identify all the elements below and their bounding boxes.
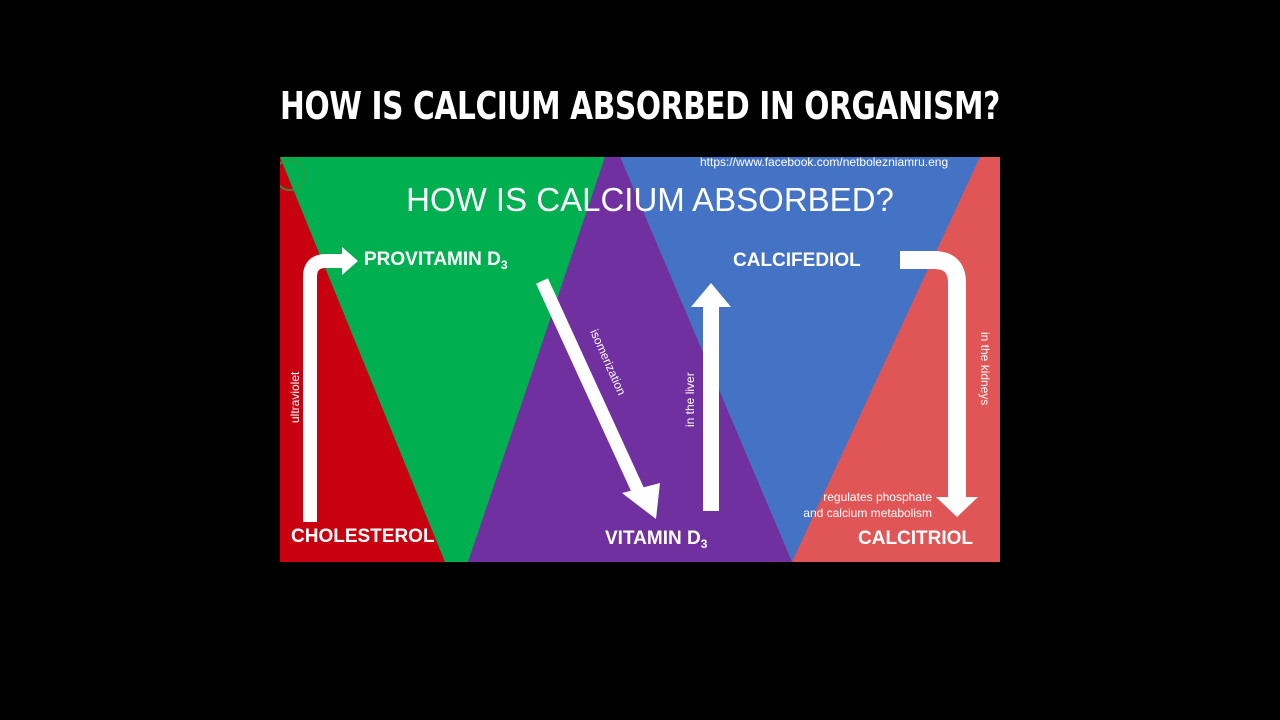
vitamin-subscript: 3 <box>700 537 708 551</box>
ultraviolet-label: ultraviolet <box>288 371 302 423</box>
cholesterol-label: CHOLESTEROL <box>291 526 435 547</box>
green-triangle <box>280 157 610 562</box>
metabolism-note: regulates phosphate and calcium metaboli… <box>780 489 932 521</box>
provitamin-subscript: 3 <box>500 258 508 272</box>
calcitriol-label: CALCITRIOL <box>858 528 974 549</box>
metabolism-note-line1: regulates phosphate <box>823 490 932 504</box>
ultraviolet-arrow <box>303 254 342 522</box>
watermark-logo <box>280 159 306 191</box>
node-cholesterol: CHOLESTEROL <box>291 526 435 548</box>
kidneys-arrowhead <box>936 497 978 517</box>
metabolism-note-line2: and calcium metabolism <box>803 506 932 520</box>
liver-label: in the liver <box>683 372 697 427</box>
liver-arrowhead <box>691 283 731 307</box>
slide-title: HOW IS CALCIUM ABSORBED? <box>406 181 894 218</box>
ultraviolet-arrowhead <box>342 247 358 275</box>
isomerization-arrowhead <box>622 483 660 519</box>
diagram-slide: https://www.facebook.com/netbolezniamru.… <box>280 157 1000 562</box>
node-calcitriol: CALCITRIOL <box>858 528 973 550</box>
node-calcifediol: CALCIFEDIOL <box>733 250 861 272</box>
source-url: https://www.facebook.com/netbolezniamru.… <box>700 157 949 169</box>
kidneys-arrow <box>900 251 966 497</box>
calcifediol-label: CALCIFEDIOL <box>733 250 861 271</box>
node-provitamin-d3: PROVITAMIN D3 <box>364 249 508 272</box>
isomerization-arrow <box>536 278 646 498</box>
triangle-background <box>280 157 1000 562</box>
vitamin-label: VITAMIN D <box>605 528 701 549</box>
video-headline: HOW IS CALCIUM ABSORBED IN ORGANISM? <box>280 84 1000 128</box>
kidneys-label: in the kidneys <box>978 332 992 406</box>
provitamin-label: PROVITAMIN D <box>364 249 501 270</box>
node-vitamin-d3: VITAMIN D3 <box>605 528 707 551</box>
